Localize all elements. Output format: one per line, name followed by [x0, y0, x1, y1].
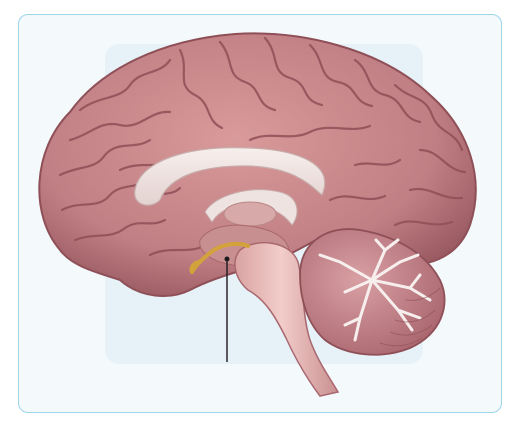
brainstem — [234, 242, 340, 397]
arbor-vitae — [318, 238, 432, 342]
optic-tract-end — [189, 260, 202, 274]
thalamus — [223, 201, 277, 227]
cerebellar-folia — [379, 287, 441, 347]
corpus-callosum — [134, 147, 326, 206]
